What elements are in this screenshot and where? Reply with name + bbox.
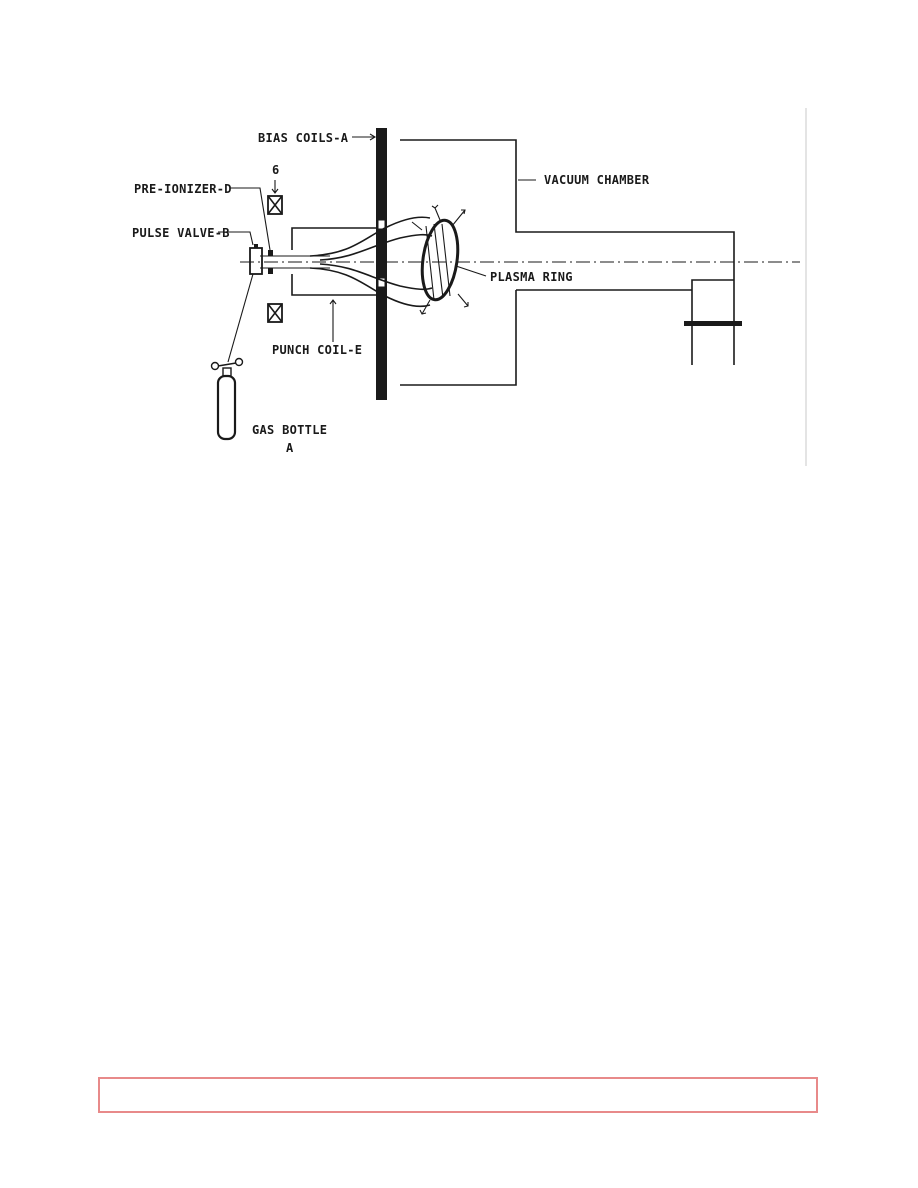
punch-coil-housing: [291, 227, 376, 296]
field-arrows: [411, 204, 469, 315]
plasma-ring: [420, 218, 460, 302]
bias-coils-leader: [352, 133, 377, 141]
bias-coil-lower-icon: [267, 303, 283, 323]
plasma-ring-leader: [455, 265, 487, 277]
pre-ionizer-leader: [230, 187, 271, 251]
bias-coil-plate: [376, 128, 387, 400]
label-bias-coils: BIAS COILS-A: [258, 131, 349, 145]
plasma-flow-lines: [309, 216, 433, 308]
bias-coil-number-arrow: [271, 180, 279, 194]
gas-bottle-icon: [210, 357, 244, 441]
label-gas-bottle-letter: A: [286, 441, 294, 455]
plasma-ring-inner: [425, 223, 451, 301]
pulse-valve-body: [249, 247, 263, 275]
gas-line: [227, 273, 254, 363]
label-punch-coil: PUNCH COIL-E: [272, 343, 362, 357]
pre-ionizer-element-lower: [268, 268, 273, 274]
plasma-apparatus-diagram: BIAS COILS-A 6 VACUUM CHAMBER PRE-IONIZE…: [100, 100, 820, 480]
pre-ionizer-element: [268, 250, 273, 256]
pulse-valve-stem: [254, 244, 258, 248]
chamber-flange: [684, 321, 742, 326]
label-vacuum-chamber: VACUUM CHAMBER: [544, 173, 650, 187]
diagram-canvas: BIAS COILS-A 6 VACUUM CHAMBER PRE-IONIZE…: [132, 108, 807, 466]
footer-box: [98, 1077, 818, 1113]
label-plasma-ring: PLASMA RING: [490, 270, 573, 284]
plate-port-bottom: [377, 277, 386, 288]
punch-coil-leader: [329, 299, 337, 342]
label-pulse-valve: PULSE VALVE-B: [132, 226, 230, 240]
bias-coil-upper-icon: [267, 195, 283, 215]
label-bias-coils-number: 6: [272, 163, 280, 177]
label-gas-bottle: GAS BOTTLE: [252, 423, 327, 437]
pulse-valve-leader: [218, 231, 254, 246]
label-pre-ionizer: PRE-IONIZER-D: [134, 182, 232, 196]
